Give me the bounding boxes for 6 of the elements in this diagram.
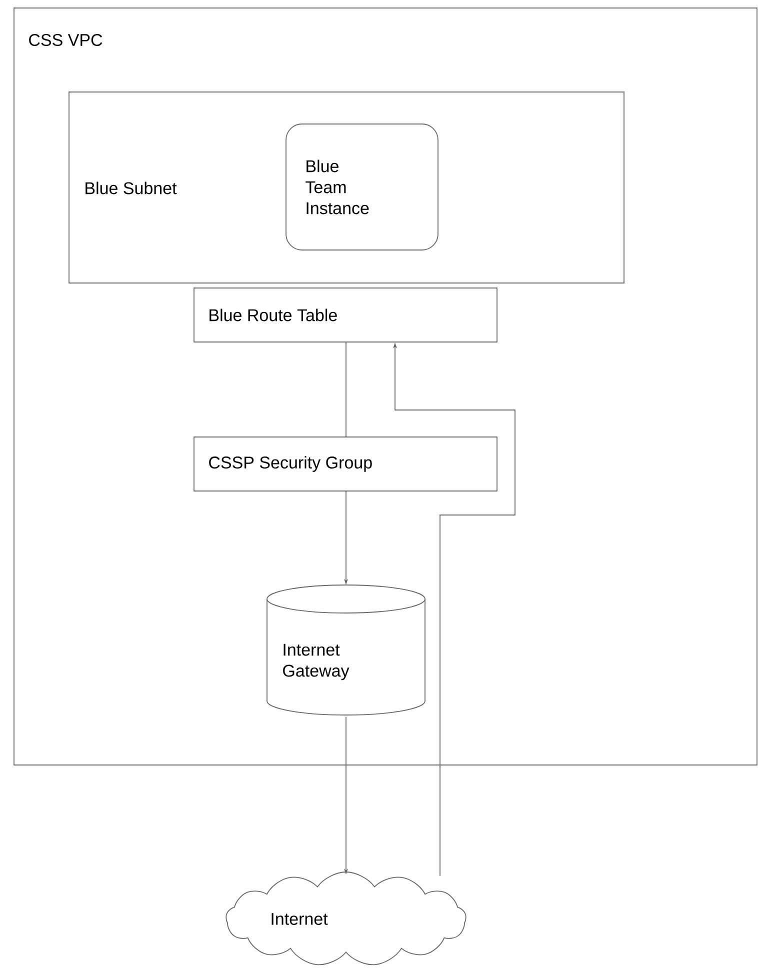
gateway-cylinder: Internet Gateway [266, 584, 426, 716]
process-box: Blue Route Table [194, 288, 498, 342]
instance-box: Blue Team Instance [286, 124, 438, 250]
process-box: CSSP Security Group [194, 436, 498, 492]
node-label: Internet Gateway [283, 644, 350, 680]
internet-cloud: Internet [226, 872, 466, 966]
